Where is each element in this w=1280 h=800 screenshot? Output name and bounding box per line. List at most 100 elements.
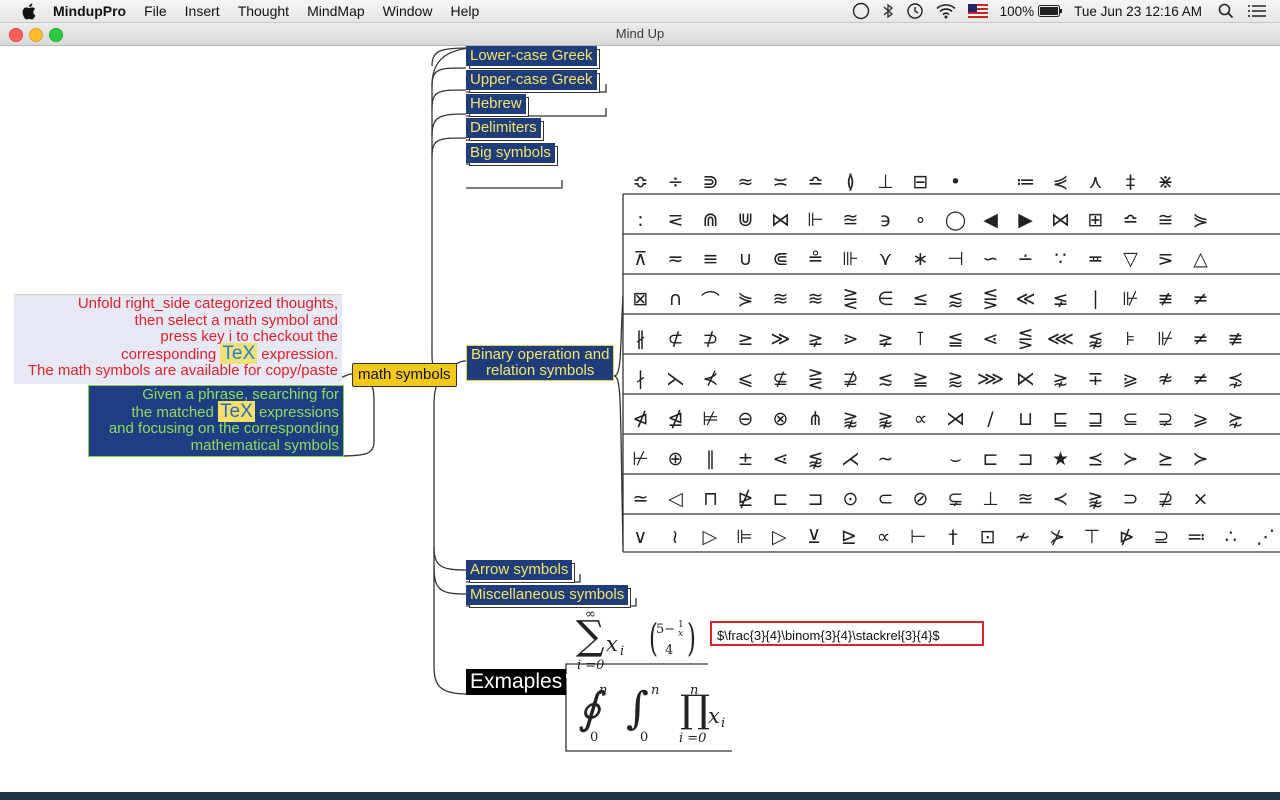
math-symbol[interactable]: ⋪: [632, 408, 649, 430]
math-symbol[interactable]: ⌒: [700, 289, 720, 312]
math-symbol[interactable]: ≠: [1192, 328, 1209, 350]
math-symbol[interactable]: ⊔: [1018, 408, 1033, 430]
math-symbol[interactable]: ⋫: [1118, 526, 1135, 548]
math-symbol[interactable]: ⋬: [667, 408, 684, 430]
math-symbol[interactable]: ⊉: [842, 368, 859, 390]
math-symbol[interactable]: ∥: [705, 448, 716, 470]
math-symbol[interactable]: ∴: [1224, 526, 1237, 548]
math-symbol[interactable]: ≦: [947, 328, 964, 350]
math-symbol[interactable]: ≋: [772, 288, 789, 310]
node-miscellaneous-symbols[interactable]: Miscellaneous symbols: [466, 585, 629, 605]
math-symbol[interactable]: ⪊: [842, 408, 859, 430]
math-symbol[interactable]: ⋚: [982, 288, 999, 310]
math-symbol[interactable]: ⋏: [1088, 171, 1103, 193]
wifi-icon[interactable]: [936, 3, 956, 19]
math-symbol[interactable]: ⋛: [807, 368, 824, 390]
apple-icon[interactable]: [21, 3, 39, 20]
math-symbol[interactable]: ≕: [1186, 526, 1206, 548]
math-symbol[interactable]: ⊺: [915, 328, 926, 350]
math-symbol[interactable]: ⊮: [1157, 328, 1174, 350]
math-symbol[interactable]: ∼: [877, 448, 894, 470]
math-symbol[interactable]: ⊢: [909, 526, 927, 548]
math-symbol[interactable]: ≏: [1122, 209, 1139, 231]
math-symbol[interactable]: ⊘: [912, 488, 929, 510]
math-symbol[interactable]: ⊥: [982, 488, 999, 510]
math-symbol[interactable]: ⊉: [1157, 488, 1174, 510]
node-arrow-symbols[interactable]: Arrow symbols: [466, 560, 573, 580]
node-hebrew[interactable]: Hebrew: [466, 94, 526, 114]
math-symbol[interactable]: ◁: [668, 488, 683, 510]
math-symbol[interactable]: ⊟: [912, 171, 929, 193]
math-symbol[interactable]: ∣: [1090, 288, 1101, 310]
math-symbol[interactable]: ⊆: [1122, 408, 1139, 430]
math-symbol[interactable]: ⋘: [1046, 328, 1075, 350]
math-symbol[interactable]: ⊩: [807, 209, 824, 231]
math-symbol[interactable]: ∗: [912, 248, 929, 270]
math-symbol[interactable]: ≊: [842, 209, 859, 231]
math-symbol[interactable]: ≬: [846, 171, 855, 193]
math-symbol[interactable]: △: [1193, 248, 1208, 270]
math-symbol[interactable]: ≀: [671, 526, 679, 548]
math-symbol[interactable]: ⪉: [807, 448, 824, 470]
math-symbol[interactable]: ⊊: [947, 488, 964, 510]
math-symbol[interactable]: ∽: [982, 248, 999, 270]
math-symbol[interactable]: •: [949, 171, 962, 193]
math-symbol[interactable]: ≢: [1157, 288, 1174, 310]
math-symbol[interactable]: ⊁: [1049, 526, 1066, 548]
math-symbol[interactable]: ≗: [807, 248, 824, 270]
math-symbol[interactable]: ⪉: [1087, 328, 1104, 350]
menu-app-name[interactable]: MindupPro: [53, 3, 127, 19]
math-symbol[interactable]: ⪅: [947, 288, 964, 310]
math-symbol[interactable]: ≠: [1192, 368, 1209, 390]
math-symbol[interactable]: ∝: [876, 526, 891, 548]
math-symbol[interactable]: ⋝: [1157, 248, 1174, 270]
node-lowercase-greek[interactable]: Lower-case Greek: [466, 46, 597, 66]
math-symbol[interactable]: ∪: [738, 248, 753, 270]
math-symbol[interactable]: ⋜: [667, 209, 684, 231]
math-symbol[interactable]: ≎: [632, 171, 649, 193]
menu-file[interactable]: File: [144, 3, 167, 19]
menu-mindmap[interactable]: MindMap: [307, 3, 365, 19]
math-symbol[interactable]: ≁: [1014, 526, 1031, 548]
note-instructions[interactable]: Unfold right_side categorized thoughts, …: [14, 294, 342, 384]
math-symbol[interactable]: ≧: [912, 368, 929, 390]
math-symbol[interactable]: ×: [1192, 488, 1209, 510]
math-symbol[interactable]: ⋑: [702, 171, 719, 193]
math-symbol[interactable]: ▷: [702, 526, 718, 548]
math-symbol[interactable]: ≪: [1015, 288, 1036, 310]
math-symbol[interactable]: ≺: [1052, 488, 1069, 510]
close-button[interactable]: [9, 28, 23, 42]
circle-status-icon[interactable]: [852, 2, 870, 20]
math-symbol[interactable]: ⊵: [840, 526, 857, 548]
math-symbol[interactable]: ⊓: [703, 488, 718, 510]
math-symbol[interactable]: ⋟: [737, 288, 754, 310]
node-delimiters[interactable]: Delimiters: [466, 118, 541, 138]
math-symbol[interactable]: :: [637, 209, 644, 231]
math-symbol[interactable]: ≂: [667, 248, 684, 270]
math-symbol[interactable]: ⊕: [667, 448, 684, 470]
math-symbol[interactable]: ⊑: [1052, 408, 1069, 430]
math-symbol[interactable]: ⋈: [1051, 209, 1070, 231]
math-symbol[interactable]: ⪀: [1122, 368, 1139, 390]
math-symbol[interactable]: ≠: [1192, 288, 1209, 310]
math-symbol[interactable]: ⋖: [772, 448, 789, 470]
math-symbol[interactable]: ∘: [914, 209, 927, 231]
math-symbol[interactable]: ◀: [983, 209, 998, 231]
menu-thought[interactable]: Thought: [237, 3, 290, 19]
math-symbol[interactable]: ⊞: [1087, 209, 1104, 231]
math-symbol[interactable]: ⋇: [1157, 171, 1174, 193]
math-symbol[interactable]: ⊻: [807, 526, 821, 548]
menu-window[interactable]: Window: [382, 3, 433, 19]
math-symbol[interactable]: ⊡: [979, 526, 996, 548]
math-symbol[interactable]: ⊋: [1157, 408, 1174, 430]
math-symbol[interactable]: ≔: [1016, 171, 1035, 193]
math-symbol[interactable]: ⋛: [842, 288, 859, 310]
math-symbol[interactable]: ≏: [807, 171, 824, 193]
tex-expression-input[interactable]: $\frac{3}{4}\binom{3}{4}\stackrel{3}{4}$: [710, 621, 984, 646]
math-symbol[interactable]: ⊼: [633, 248, 648, 270]
math-symbol[interactable]: ⋖: [982, 328, 999, 350]
math-symbol[interactable]: ∩: [668, 288, 683, 310]
math-symbol[interactable]: ≡: [702, 248, 719, 270]
math-symbol[interactable]: ⪈: [807, 328, 824, 350]
math-symbol[interactable]: ⋓: [737, 209, 754, 231]
